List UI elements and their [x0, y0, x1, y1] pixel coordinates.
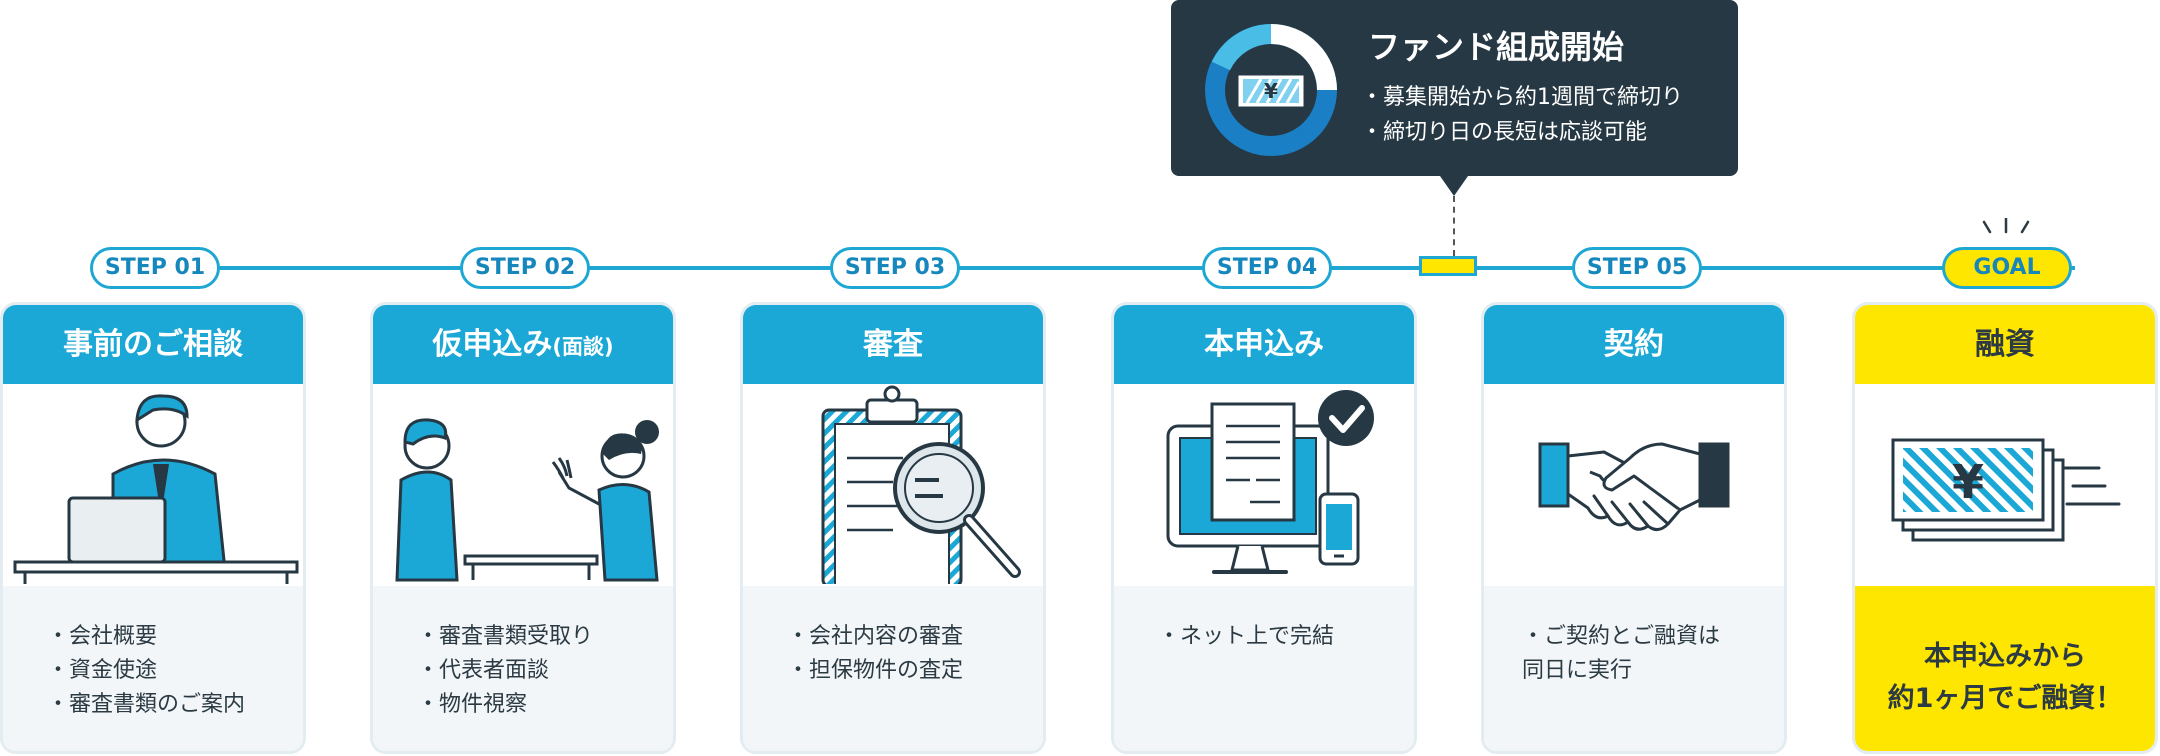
step-items: ネット上で完結 [1158, 620, 1394, 654]
step-card-03: 審査 会社内容の審査 担保物件の査定 [740, 302, 1046, 754]
step-item: 資金使途 [47, 654, 283, 688]
step-item: 会社概要 [47, 620, 283, 654]
step-title: 本申込み [1114, 305, 1414, 384]
step-text: ・ご契約とご融資は 同日に実行 [1522, 624, 1721, 683]
step-card-04: 本申込み ネット上で完結 [1111, 302, 1417, 754]
businessman-laptop-icon [13, 394, 299, 584]
svg-text:¥: ¥ [1264, 79, 1278, 103]
callout-list: 募集開始から約1週間で締切り 締切り日の長短は応談可能 [1361, 80, 1683, 150]
goal-pill: GOAL [1942, 247, 2072, 289]
goal-sparkle-icon [1982, 218, 2030, 234]
step-card-05: 契約 ・ご契約とご融資は 同日に実行 [1481, 302, 1787, 754]
step-pill-02: STEP 02 [460, 247, 590, 289]
step-card-02: 仮申込み(面談) 審査書類受取り 代表者面談 物件視察 [370, 302, 676, 754]
step-pill-01: STEP 01 [90, 247, 220, 289]
callout-tail [1440, 176, 1468, 196]
step-pill-04: STEP 04 [1202, 247, 1332, 289]
fund-callout: ¥ ファンド組成開始 募集開始から約1週間で締切り 締切り日の長短は応談可能 [1171, 0, 1738, 176]
yen-bill-icon: ¥ [1205, 24, 1337, 156]
step-title: 仮申込み(面談) [373, 305, 673, 384]
fund-connector [1453, 196, 1455, 256]
goal-card: 融資 ¥ 本申込みから 約1ヶ月でご融資！ [1852, 302, 2158, 754]
step-title: 契約 [1484, 305, 1784, 384]
fund-marker [1419, 256, 1477, 276]
callout-item: 締切り日の長短は応談可能 [1361, 115, 1683, 150]
step-title-sub: (面談) [552, 335, 614, 359]
callout-title: ファンド組成開始 [1368, 28, 1625, 66]
svg-text:¥: ¥ [1952, 455, 1984, 509]
interview-icon [395, 418, 659, 582]
callout-item: 募集開始から約1週間で締切り [1361, 80, 1683, 115]
step-title: 事前のご相談 [3, 305, 303, 384]
yen-bills-stack-icon: ¥ [1891, 438, 2121, 542]
goal-text: 本申込みから 約1ヶ月でご融資！ [1887, 641, 2123, 714]
step-item: 審査書類のご案内 [47, 688, 283, 722]
goal-title: 融資 [1855, 305, 2155, 384]
step-item: ネット上で完結 [1158, 620, 1394, 654]
step-title: 審査 [743, 305, 1043, 384]
step-pill-03: STEP 03 [830, 247, 960, 289]
step-item: 審査書類受取り [417, 620, 653, 654]
step-items: 会社内容の審査 担保物件の査定 [787, 620, 1023, 688]
step-item: 物件視察 [417, 688, 653, 722]
monitor-check-icon [1166, 390, 1374, 574]
step-items: 会社概要 資金使途 審査書類のご案内 [47, 620, 283, 722]
step-pill-05: STEP 05 [1572, 247, 1702, 289]
clipboard-magnifier-icon [821, 385, 1021, 584]
handshake-icon [1538, 442, 1730, 531]
step-item: 会社内容の審査 [787, 620, 1023, 654]
step-item: 担保物件の査定 [787, 654, 1023, 688]
step-items: 審査書類受取り 代表者面談 物件視察 [417, 620, 653, 722]
step-card-01: 事前のご相談 会社概要 資金使途 審査書類のご案内 [0, 302, 306, 754]
step-item: 代表者面談 [417, 654, 653, 688]
timeline-line [155, 266, 2075, 270]
